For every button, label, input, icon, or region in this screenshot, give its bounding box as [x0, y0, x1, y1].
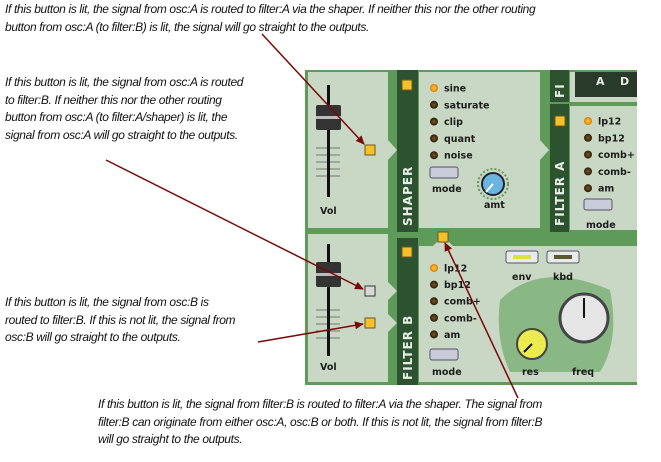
shaper-enable-button[interactable]	[401, 79, 413, 91]
note-line: will go straight to the outputs.	[98, 432, 243, 446]
mode-led-quant[interactable]	[430, 134, 438, 143]
mode-label: noise	[444, 151, 473, 162]
note-line: osc:B will go straight to the outputs.	[5, 330, 181, 344]
note-line: to filter:B. If neither this nor the oth…	[5, 92, 222, 107]
amt-label: amt	[484, 200, 505, 211]
osc-b-vol-slider[interactable]	[316, 244, 341, 356]
env-letter-a: A	[596, 75, 605, 88]
note-line: If this button is lit, the signal from f…	[98, 397, 542, 411]
arrow-osc-a-to-shaper	[261, 33, 365, 145]
mode-led-lp12[interactable]	[430, 264, 438, 272]
arrow-osc-a-to-filter-b	[105, 159, 364, 290]
note-line: button from osc:A (to filter:B) is lit, …	[5, 19, 370, 34]
note-line: filter:B can originate from either osc:A…	[98, 414, 543, 429]
osc-a-vol-label: Vol	[320, 206, 337, 217]
mode-label: am	[598, 184, 614, 195]
note-osc-a-to-shaper: If this button is lit, the signal from o…	[5, 1, 536, 36]
filter-b-mode-button[interactable]	[429, 348, 459, 361]
res-label: res	[522, 367, 539, 378]
osc-b-vol-label: Vol	[320, 362, 337, 373]
shaper-mode-button[interactable]	[429, 166, 459, 179]
mode-led-comb-[interactable]	[584, 167, 592, 176]
mode-label: sine	[444, 84, 466, 95]
kbd-label: kbd	[553, 272, 573, 283]
mode-label: comb+	[598, 150, 635, 161]
note-line: signal from osc:A will go straight to th…	[5, 127, 238, 142]
osc-b-to-filter-b-button[interactable]	[364, 317, 376, 329]
mode-led-noise[interactable]	[430, 151, 438, 160]
filter-a-mode-label: mode	[586, 220, 616, 231]
mode-led-comb+[interactable]	[584, 150, 592, 159]
mode-label: quant	[444, 134, 476, 145]
mode-label: bp12	[598, 133, 625, 144]
shaper-mode-label: mode	[432, 184, 462, 195]
mode-led-bp12[interactable]	[584, 133, 592, 142]
filter-a-title: FILTER A	[553, 161, 567, 226]
mode-label: comb-	[444, 313, 477, 324]
mode-led-am[interactable]	[430, 330, 438, 339]
note-line: If this button is lit, the signal from o…	[5, 295, 209, 309]
filter-a-title-partial: FI	[553, 83, 567, 98]
mode-led-comb-[interactable]	[430, 313, 438, 322]
mode-label: comb-	[598, 167, 631, 178]
filter-b-title: FILTER B	[401, 315, 415, 380]
mode-label: clip	[444, 117, 463, 128]
freq-label: freq	[572, 367, 594, 378]
mode-label: lp12	[598, 117, 621, 128]
mode-led-bp12[interactable]	[430, 280, 438, 289]
note-osc-a-to-filter-b: If this button is lit, the signal from o…	[5, 74, 243, 144]
env-letter-d: D	[620, 75, 629, 88]
mode-led-saturate[interactable]	[430, 100, 438, 109]
arrow-filter-b-to-filter-a	[444, 242, 519, 399]
filter-b-to-filter-a-button[interactable]	[437, 231, 449, 243]
osc-a-vol-slider[interactable]	[316, 85, 341, 197]
osc-a-to-filter-b-button[interactable]	[364, 285, 376, 297]
mode-led-lp12[interactable]	[584, 117, 592, 125]
filter-a-mode-button[interactable]	[583, 198, 613, 211]
note-line: If this button is lit, the signal from o…	[5, 2, 536, 16]
note-osc-b-to-filter-b: If this button is lit, the signal from o…	[5, 294, 236, 347]
filter-a-enable-button[interactable]	[554, 115, 566, 127]
mode-led-sine[interactable]	[430, 84, 438, 92]
mode-led-am[interactable]	[584, 184, 592, 193]
mode-label: bp12	[444, 280, 471, 291]
note-line: If this button is lit, the signal from o…	[5, 75, 244, 89]
filter-b-enable-button[interactable]	[401, 246, 413, 258]
note-line: button from osc:A (to filter:A/shaper) i…	[5, 110, 228, 124]
shaper-title: SHAPER	[401, 166, 415, 226]
mode-label: lp12	[444, 264, 467, 275]
mode-label: am	[444, 330, 460, 341]
note-filter-b-to-filter-a: If this button is lit, the signal from f…	[98, 396, 543, 449]
osc-a-to-shaper-button[interactable]	[364, 144, 376, 156]
env-label: env	[512, 272, 532, 283]
mode-led-comb+[interactable]	[430, 297, 438, 306]
mode-label: comb+	[444, 297, 481, 308]
mode-led-clip[interactable]	[430, 117, 438, 126]
note-line: routed to filter:B. If this is not lit, …	[5, 312, 236, 327]
mode-label: saturate	[444, 100, 489, 111]
filter-b-mode-label: mode	[432, 367, 462, 378]
arrow-osc-b-to-filter-b	[257, 321, 364, 343]
